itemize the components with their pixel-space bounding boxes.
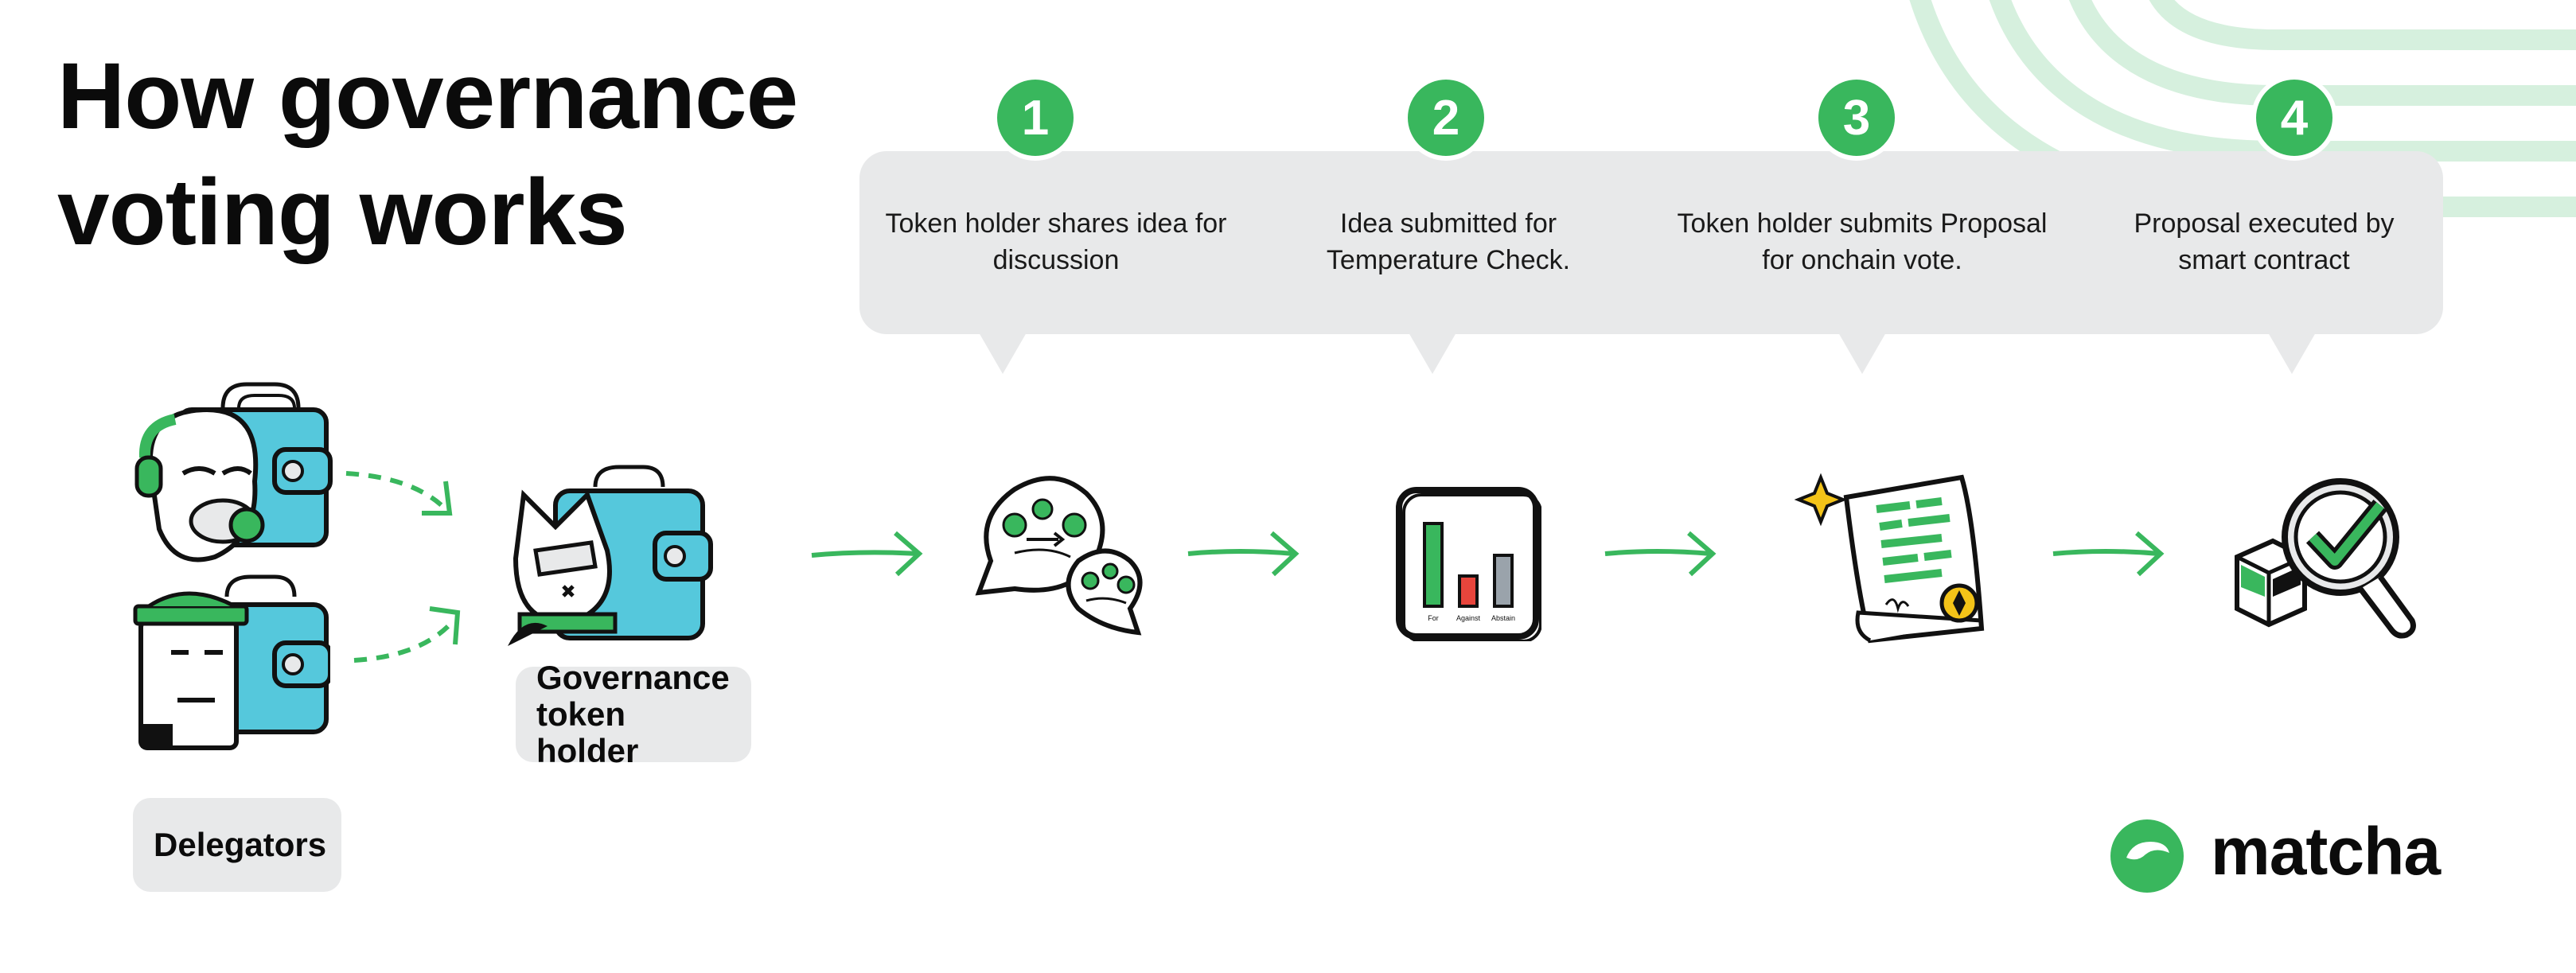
steps-panel [859, 151, 2443, 334]
flow-arrow-icon [811, 531, 923, 577]
step-1-pointer [979, 333, 1027, 374]
step-2-pointer [1409, 333, 1456, 374]
chat-bubbles-icon [975, 476, 1143, 636]
step-2-text: Idea submitted for Temperature Check. [1326, 208, 1571, 275]
token-holder-label: Governance token holder [516, 660, 751, 769]
dashed-arrow-icon [353, 606, 461, 663]
signed-document-icon [1794, 473, 1985, 644]
chart-label-abstain: Abstain [1491, 614, 1515, 622]
chart-label-for: For [1428, 614, 1439, 622]
step-2-badge: 2 [1403, 75, 1489, 161]
step-3-badge: 3 [1814, 75, 1900, 161]
step-1-text: Token holder shares idea for discussion [885, 208, 1227, 275]
page-title: How governance voting works [57, 44, 798, 265]
step-4-text: Proposal executed by smart contract [2134, 208, 2395, 275]
step-4-pointer [2268, 333, 2316, 374]
delegator-1-icon [134, 382, 333, 562]
step-3-text: Token holder submits Proposal for onchai… [1677, 208, 2048, 275]
step-3-pointer [1838, 333, 1886, 374]
delegators-label: Delegators [133, 798, 341, 892]
chart-label-against: Against [1456, 614, 1481, 622]
flow-arrow-icon [1187, 531, 1300, 577]
dashed-arrow-icon [345, 471, 453, 516]
brand-name: matcha [2211, 814, 2441, 889]
matcha-logo-icon [2110, 819, 2184, 893]
flow-arrow-icon [2052, 531, 2165, 577]
delegator-2-icon [133, 574, 330, 750]
token-holder-icon [508, 465, 713, 646]
flow-arrow-icon [1604, 531, 1717, 577]
step-4-badge: 4 [2251, 75, 2337, 161]
magnifier-check-icon [2235, 478, 2416, 639]
bar-chart-icon: For Against Abstain [1396, 487, 1541, 641]
step-1-badge: 1 [992, 75, 1078, 161]
